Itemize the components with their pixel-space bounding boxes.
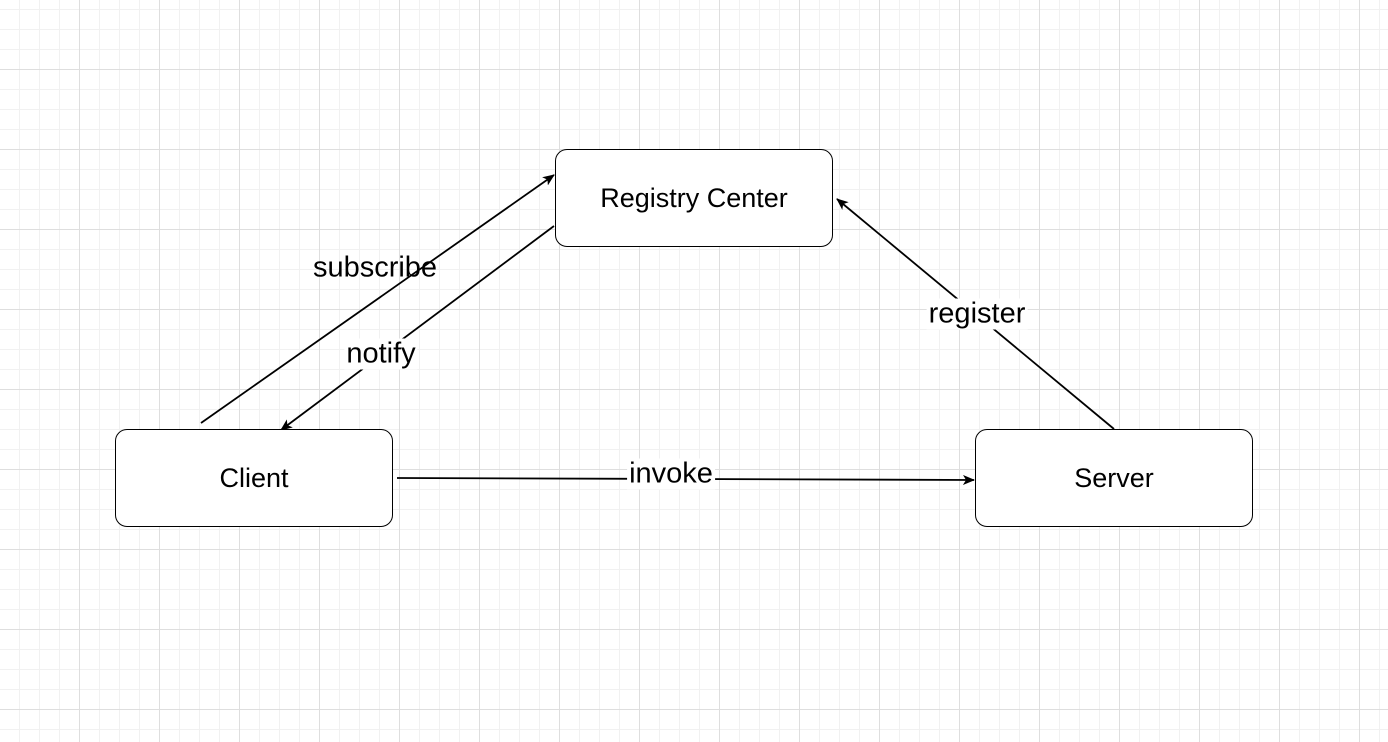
- notify-edge-label: notify: [344, 337, 418, 370]
- client-node[interactable]: Client: [115, 429, 393, 527]
- client-label: Client: [219, 462, 289, 493]
- registry-center-label: Registry Center: [600, 182, 788, 213]
- server-node[interactable]: Server: [975, 429, 1253, 527]
- subscribe-edge[interactable]: [200, 174, 555, 424]
- notify-edge[interactable]: [280, 225, 555, 431]
- subscribe-edge-label: subscribe: [312, 251, 438, 284]
- invoke-edge-label: invoke: [627, 457, 715, 490]
- register-edge-label: register: [926, 297, 1028, 330]
- server-label: Server: [1074, 462, 1154, 493]
- registry-center-node[interactable]: Registry Center: [555, 149, 833, 247]
